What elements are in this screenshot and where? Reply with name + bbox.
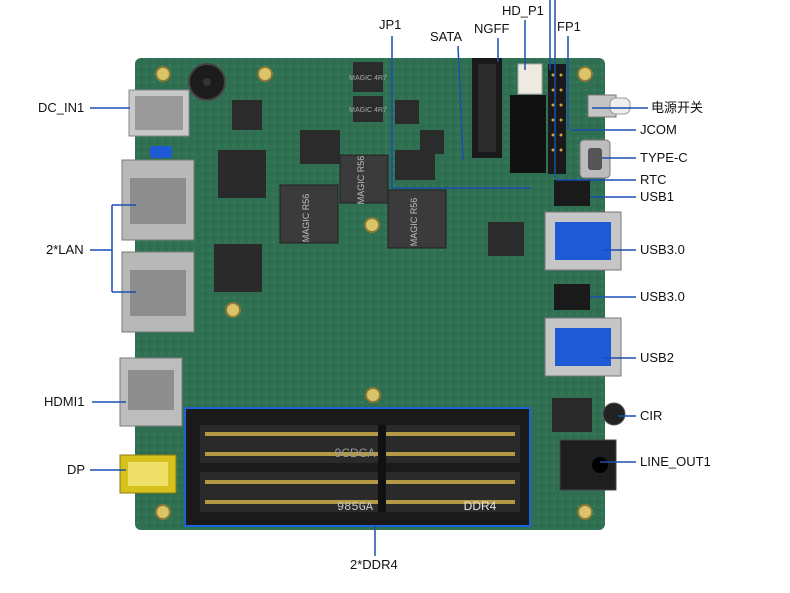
label-fp1: FP1 bbox=[557, 19, 581, 34]
label-power-switch: 电源开关 bbox=[651, 100, 704, 115]
inductor-2-text: MAGIC R56 bbox=[356, 156, 366, 205]
leader-lines bbox=[90, 0, 648, 556]
label-dp: DP bbox=[67, 462, 86, 477]
label-line-out1: LINE_OUT1 bbox=[640, 454, 711, 469]
label-2-lan: 2*LAN bbox=[46, 242, 84, 257]
label-usb3-0-top: USB3.0 bbox=[640, 242, 685, 257]
label-type-c: TYPE-C bbox=[640, 150, 688, 165]
dimm-bottom-text: 985GA bbox=[337, 500, 374, 514]
label-jp1: JP1 bbox=[379, 17, 402, 32]
chip-top-2-text: MAGIC 4R7 bbox=[349, 107, 387, 114]
label-jcom: JCOM bbox=[640, 122, 677, 137]
label-hd-p1: HD_P1 bbox=[502, 3, 544, 18]
label-dc-in1: DC_IN1 bbox=[38, 100, 85, 115]
label-ngff: NGFF bbox=[474, 21, 510, 36]
label-rtc: RTC bbox=[640, 172, 667, 187]
label-hdmi1: HDMI1 bbox=[44, 394, 85, 409]
inductors bbox=[279, 154, 447, 249]
label-usb2: USB2 bbox=[640, 350, 674, 365]
ddr4-slot-2 bbox=[200, 472, 520, 512]
inductor-1-text: MAGIC R56 bbox=[301, 194, 311, 243]
dimm-top-text: 9CDCA bbox=[335, 446, 376, 460]
pin-headers bbox=[548, 64, 590, 310]
label-cir: CIR bbox=[640, 408, 663, 423]
sata-connector bbox=[510, 95, 546, 173]
mounting-holes bbox=[155, 66, 593, 520]
ddr4-slot-1 bbox=[200, 425, 520, 463]
cir-sensor bbox=[602, 402, 626, 426]
inductor-3-text: MAGIC R56 bbox=[409, 198, 419, 247]
hd-p1-connector bbox=[517, 63, 543, 95]
label-usb3-0-bottom: USB3.0 bbox=[640, 289, 685, 304]
chip-top-1-text: MAGIC 4R7 bbox=[349, 75, 387, 82]
label-sata: SATA bbox=[430, 29, 463, 44]
label-usb1: USB1 bbox=[640, 189, 674, 204]
dimm-ddr4-text: DDR4 bbox=[464, 499, 497, 513]
label-2-ddr4: 2*DDR4 bbox=[350, 557, 398, 572]
